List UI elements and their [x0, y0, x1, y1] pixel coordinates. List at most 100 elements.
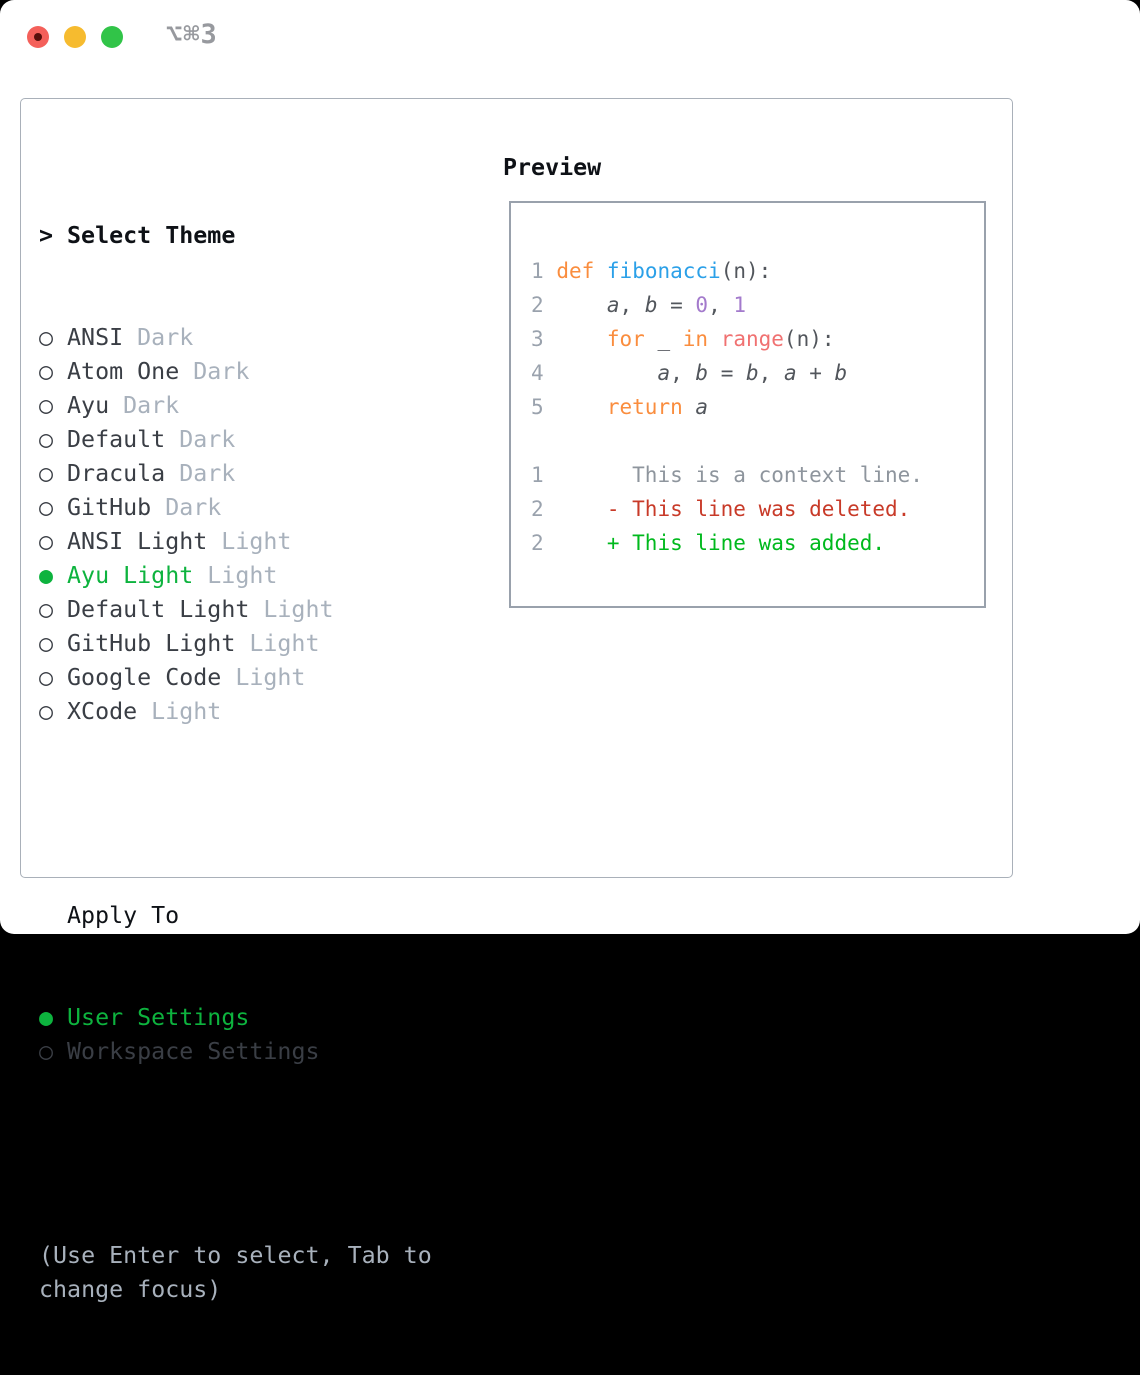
theme-variant: Dark	[165, 494, 221, 521]
line-number: 4	[531, 361, 544, 385]
radio-unselected-icon: ○	[39, 1038, 53, 1065]
code-segment: 0	[695, 293, 708, 317]
theme-name: ANSI Light	[67, 528, 207, 555]
code-segment	[544, 531, 607, 555]
theme-variant: Dark	[179, 460, 235, 487]
theme-name: GitHub Light	[67, 630, 235, 657]
theme-name: Default Light	[67, 596, 249, 623]
radio-unselected-icon: ○	[39, 392, 53, 419]
select-theme-title: Select Theme	[67, 222, 235, 249]
theme-variant: Dark	[193, 358, 249, 385]
theme-option-xcode-light[interactable]: ○ XCode Light	[39, 695, 432, 729]
code-segment: b	[695, 361, 708, 385]
theme-option-github-dark[interactable]: ○ GitHub Dark	[39, 491, 432, 525]
code-line: 1 def fibonacci(n):	[531, 254, 923, 288]
code-segment: 1	[733, 293, 746, 317]
code-segment: +	[797, 361, 835, 385]
line-number: 5	[531, 395, 544, 419]
zoom-button[interactable]	[101, 26, 123, 48]
code-segment: _	[645, 327, 683, 351]
theme-variant: Light	[221, 528, 291, 555]
code-segment: b	[835, 361, 848, 385]
radio-unselected-icon: ○	[39, 664, 53, 691]
apply-option-label: User Settings	[67, 1004, 249, 1031]
code-segment: range	[721, 327, 784, 351]
code-segment: ,	[620, 293, 645, 317]
code-segment: a	[607, 293, 620, 317]
preview-code: 1 def fibonacci(n): 2 a, b = 0, 1 3 for _ …	[531, 254, 923, 560]
radio-unselected-icon: ○	[39, 426, 53, 453]
theme-option-github-light-light[interactable]: ○ GitHub Light Light	[39, 627, 432, 661]
preview-title: Preview	[503, 151, 601, 185]
line-number: 2	[531, 293, 544, 317]
code-segment	[544, 259, 557, 283]
apply-option-workspace-settings[interactable]: ○Workspace Settings	[39, 1035, 432, 1069]
code-segment	[544, 395, 607, 419]
line-number: 2	[531, 531, 544, 555]
prompt-icon: >	[39, 222, 53, 249]
theme-name: GitHub	[67, 494, 151, 521]
code-segment: fibonacci	[607, 259, 721, 283]
code-segment: (n):	[784, 327, 835, 351]
theme-variant: Light	[263, 596, 333, 623]
close-dot-icon	[34, 33, 42, 41]
code-segment: a	[695, 395, 708, 419]
code-segment	[708, 327, 721, 351]
theme-option-google-code-light[interactable]: ○ Google Code Light	[39, 661, 432, 695]
close-button[interactable]	[27, 26, 49, 48]
theme-variant: Light	[207, 562, 277, 589]
code-segment	[544, 497, 607, 521]
radio-selected-icon: ●	[39, 562, 53, 589]
minimize-button[interactable]	[64, 26, 86, 48]
theme-name: XCode	[67, 698, 137, 725]
theme-variant: Light	[235, 664, 305, 691]
code-segment: b	[645, 293, 658, 317]
blank-line	[531, 424, 923, 458]
theme-option-dracula-dark[interactable]: ○ Dracula Dark	[39, 457, 432, 491]
radio-unselected-icon: ○	[39, 630, 53, 657]
theme-option-atom-one-dark[interactable]: ○ Atom One Dark	[39, 355, 432, 389]
radio-unselected-icon: ○	[39, 528, 53, 555]
code-segment: return	[607, 395, 683, 419]
code-segment: =	[708, 361, 746, 385]
theme-name: Atom One	[67, 358, 179, 385]
apply-to-header: Apply To	[39, 899, 432, 933]
code-segment: ,	[759, 361, 784, 385]
theme-option-ansi-light-light[interactable]: ○ ANSI Light Light	[39, 525, 432, 559]
spacer	[39, 1137, 432, 1171]
help-text: (Use Enter to select, Tab to change focu…	[39, 1239, 432, 1307]
theme-name: Google Code	[67, 664, 221, 691]
radio-unselected-icon: ○	[39, 494, 53, 521]
code-segment: a	[784, 361, 797, 385]
radio-unselected-icon: ○	[39, 358, 53, 385]
theme-name: ANSI	[67, 324, 123, 351]
theme-option-default-dark[interactable]: ○ Default Dark	[39, 423, 432, 457]
theme-option-ayu-light-light[interactable]: ● Ayu Light Light	[39, 559, 432, 593]
spacer	[39, 797, 432, 831]
theme-variant: Dark	[179, 426, 235, 453]
code-segment: This is a context line.	[544, 463, 923, 487]
code-segment: a	[657, 361, 670, 385]
theme-variant: Dark	[123, 392, 179, 419]
theme-variant: Dark	[137, 324, 193, 351]
preview-pane: 1 def fibonacci(n): 2 a, b = 0, 1 3 for _ …	[509, 201, 986, 608]
code-segment: - This line was deleted.	[607, 497, 910, 521]
diff-deleted-line: 2 - This line was deleted.	[531, 492, 923, 526]
theme-name: Dracula	[67, 460, 165, 487]
code-line: 3 for _ in range(n):	[531, 322, 923, 356]
radio-selected-icon: ●	[39, 1004, 53, 1031]
theme-name: Default	[67, 426, 165, 453]
window-shortcut-label: ⌥⌘3	[166, 19, 218, 50]
radio-unselected-icon: ○	[39, 460, 53, 487]
theme-variant: Light	[151, 698, 221, 725]
theme-name: Ayu Light	[67, 562, 193, 589]
apply-option-user-settings[interactable]: ● User Settings	[39, 1001, 432, 1035]
theme-variant: Light	[249, 630, 319, 657]
radio-unselected-icon: ○	[39, 698, 53, 725]
